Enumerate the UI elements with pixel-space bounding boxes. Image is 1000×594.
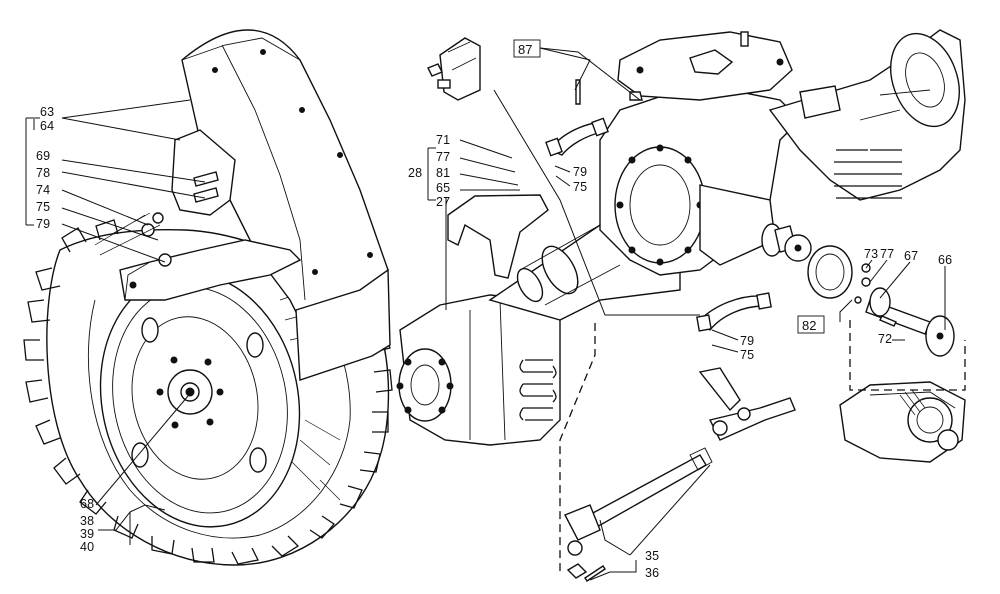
callout-63: 63: [40, 105, 54, 119]
clamps: [545, 117, 772, 332]
group-line-steering: [559, 323, 596, 575]
left-final-drive: [396, 294, 561, 446]
leader-lines: [25, 47, 946, 581]
hub-shaft: [854, 263, 955, 357]
callout-27: 27: [436, 195, 450, 209]
callout-75-left: 75: [36, 200, 50, 214]
callout-40: 40: [80, 540, 94, 554]
callout-81: 81: [436, 166, 450, 180]
callout-labels: 63 64 69 78 74 75 79 71 77 28 81 65 27 8…: [33, 39, 952, 580]
callout-75-upper: 75: [573, 180, 587, 194]
callout-77-mid: 77: [436, 150, 450, 164]
mount-pad: [427, 37, 643, 105]
callout-79-upper: 79: [573, 165, 587, 179]
callout-82: 82: [802, 318, 816, 333]
callout-74: 74: [36, 183, 50, 197]
support-bracket: [447, 194, 549, 279]
fender: [181, 29, 391, 381]
callout-79-lower: 79: [740, 334, 754, 348]
callout-28: 28: [408, 166, 422, 180]
callout-35: 35: [645, 549, 659, 563]
callout-73: 73: [864, 247, 878, 261]
callout-67: 67: [904, 249, 918, 263]
right-final-drive: [768, 29, 966, 201]
callout-71: 71: [436, 133, 450, 147]
tie-rod: [564, 367, 796, 582]
callout-75-lower: 75: [740, 348, 754, 362]
gear-housing: [839, 381, 966, 463]
callout-39: 39: [80, 527, 94, 541]
seal-ring: [807, 245, 853, 299]
callout-68: 68: [80, 497, 94, 511]
callout-38: 38: [80, 514, 94, 528]
group-line-hub: [849, 320, 966, 391]
callout-72: 72: [878, 332, 892, 346]
callout-79-left: 79: [36, 217, 50, 231]
callout-78: 78: [36, 166, 50, 180]
callout-87: 87: [518, 42, 532, 57]
callout-64: 64: [40, 119, 54, 133]
callout-65: 65: [436, 181, 450, 195]
callout-66: 66: [938, 253, 952, 267]
callout-69: 69: [36, 149, 50, 163]
callout-77-right: 77: [880, 247, 894, 261]
callout-box-82: [797, 315, 825, 334]
callout-36: 36: [645, 566, 659, 580]
callout-box-87: [513, 39, 541, 58]
axle-center-housing: [599, 31, 812, 276]
